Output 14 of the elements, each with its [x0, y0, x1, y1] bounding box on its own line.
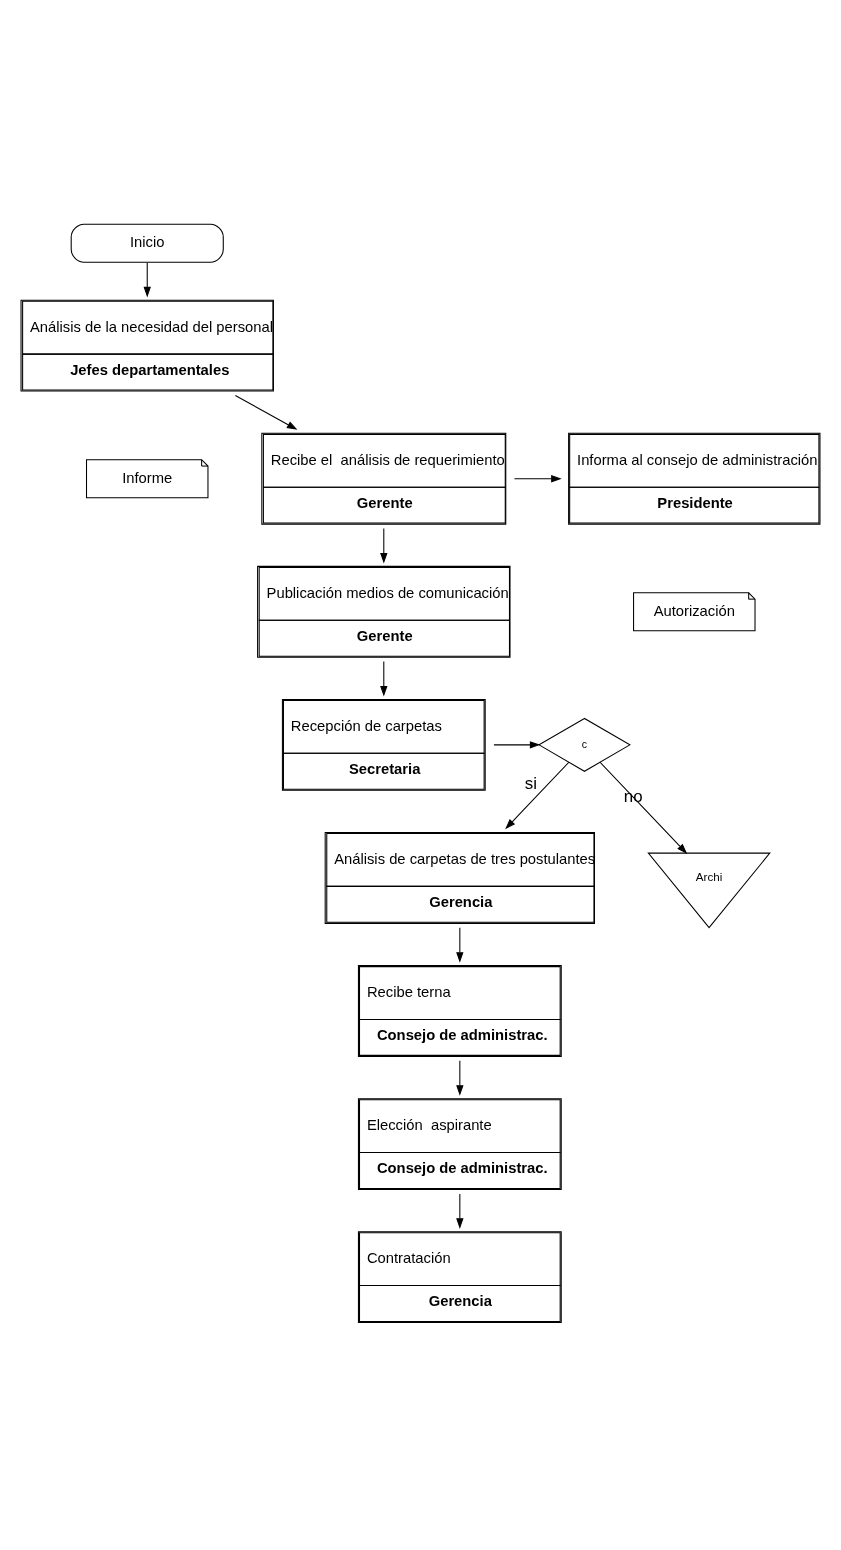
node-diamond: c	[538, 717, 631, 772]
arrow	[456, 1192, 464, 1229]
arrow	[380, 660, 388, 697]
arrow	[599, 761, 688, 854]
arrow	[234, 394, 298, 430]
arrow	[380, 527, 388, 564]
arrow	[505, 761, 570, 829]
arrow	[143, 261, 151, 297]
arrow	[493, 740, 541, 749]
edge-label: si	[524, 773, 538, 793]
arrow	[456, 926, 464, 963]
arrow	[456, 1059, 464, 1096]
node-box: Inicio	[70, 223, 224, 263]
arrow	[513, 474, 562, 482]
